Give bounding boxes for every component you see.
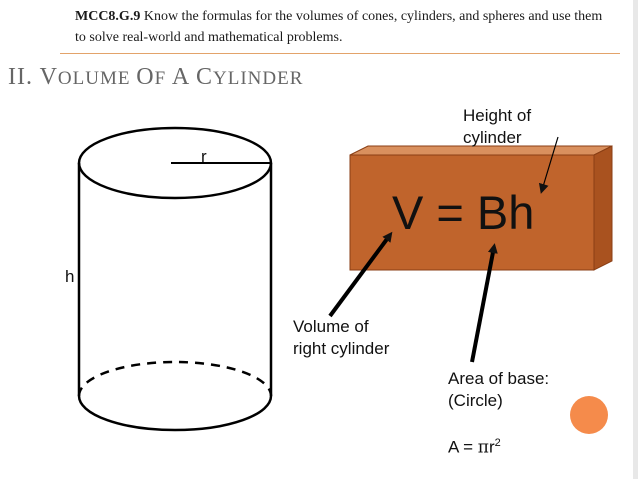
formula-block-front bbox=[349, 154, 595, 271]
section-title-text: VOLUME OF A CYLINDER bbox=[39, 64, 304, 90]
formula-block-side bbox=[593, 145, 613, 271]
height-arrow bbox=[538, 136, 559, 194]
volume-formula: V = Bh bbox=[392, 186, 535, 239]
volume-annotation-line-2: right cylinder bbox=[293, 339, 390, 358]
volume-annotation-line-1: Volume of bbox=[293, 317, 369, 336]
cylinder-figure bbox=[77, 126, 273, 432]
standard-text: MCC8.G.9 Know the formulas for the volum… bbox=[75, 6, 605, 48]
section-numeral: II. bbox=[8, 64, 33, 90]
radius-label: r bbox=[201, 147, 207, 166]
area-formula-exponent: 2 bbox=[494, 437, 501, 449]
height-annotation-line-1: Height of bbox=[463, 106, 532, 125]
area-formula-r: r bbox=[488, 437, 495, 457]
cylinder-bottom-front bbox=[77, 395, 273, 432]
base-annotation-line-1: Area of base: bbox=[448, 369, 550, 388]
cylinder-bottom-back-dashed bbox=[77, 360, 273, 397]
height-annotation-line-2: cylinder bbox=[463, 128, 522, 147]
standard-description: Know the formulas for the volumes of con… bbox=[75, 9, 603, 45]
height-label: h bbox=[65, 267, 75, 286]
header-divider bbox=[60, 53, 620, 54]
standard-code: MCC8.G.9 bbox=[75, 9, 141, 24]
section-title: II. VOLUME OF A CYLINDER bbox=[8, 64, 303, 91]
formula-block bbox=[349, 145, 613, 271]
base-annotation: Area of base: (Circle) bbox=[448, 368, 549, 412]
volume-arrow bbox=[328, 231, 393, 318]
base-arrow bbox=[470, 243, 498, 363]
base-annotation-line-2: (Circle) bbox=[448, 391, 503, 410]
area-formula-prefix: A = bbox=[448, 437, 478, 457]
volume-annotation: Volume of right cylinder bbox=[293, 316, 389, 360]
area-formula-pi: π bbox=[477, 437, 489, 458]
slide-frame-edge bbox=[633, 0, 638, 479]
height-annotation: Height of cylinder bbox=[463, 105, 531, 149]
area-formula: A = πr2 bbox=[448, 432, 501, 459]
accent-circle bbox=[570, 396, 608, 434]
